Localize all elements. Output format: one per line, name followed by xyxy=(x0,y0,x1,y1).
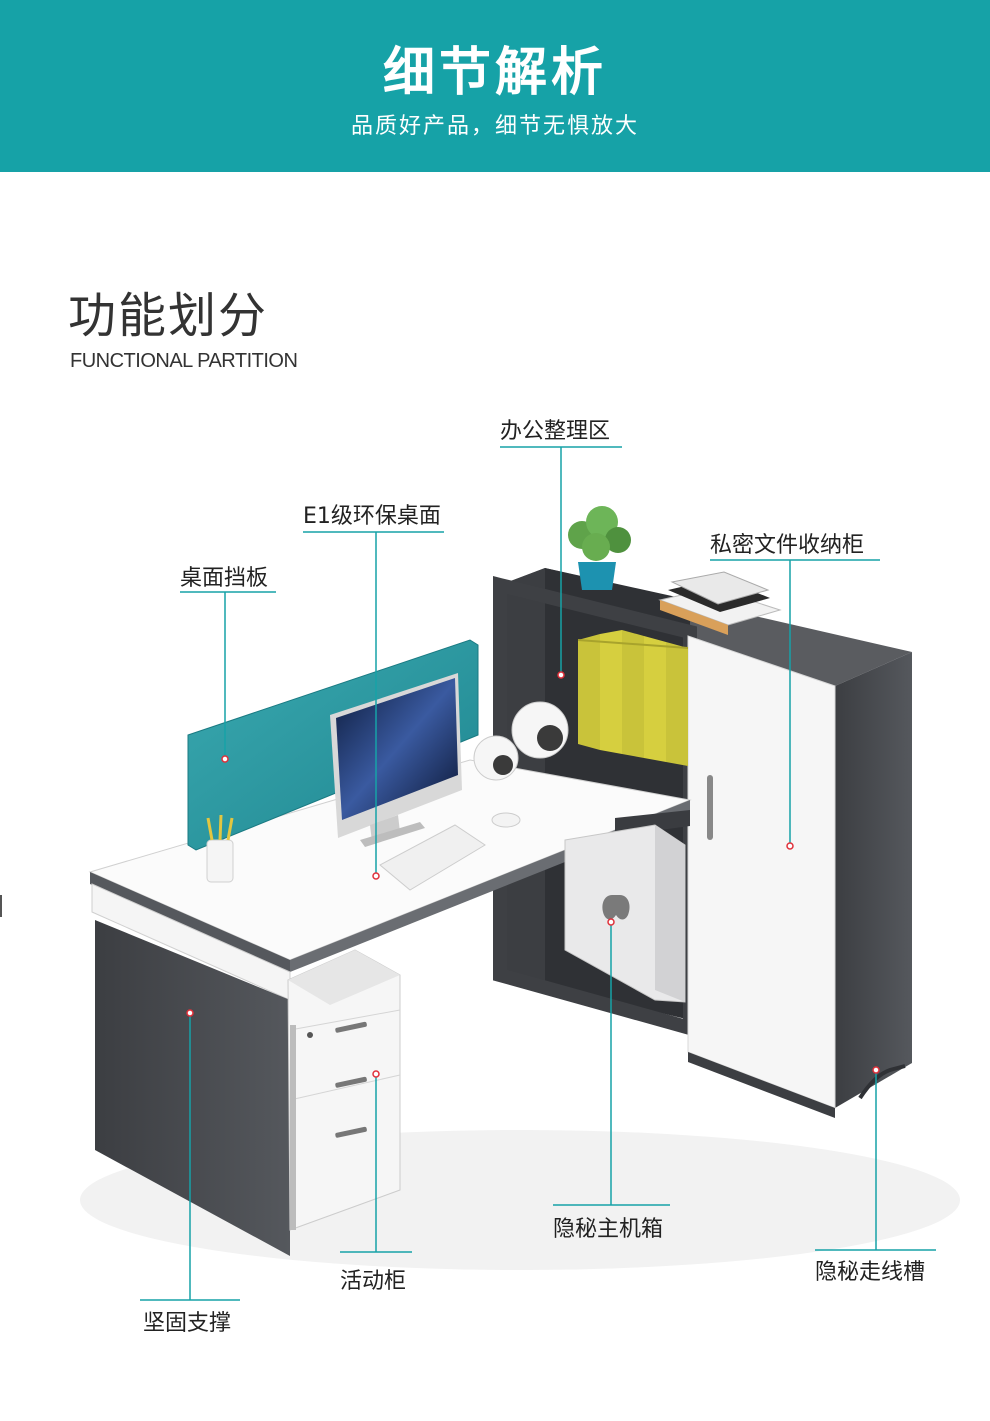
pencil-cup xyxy=(206,814,234,883)
label-hidden-host-box: 隐秘主机箱 xyxy=(553,1217,664,1242)
door-handle-icon xyxy=(707,775,713,840)
apple-logo-icon xyxy=(602,895,630,920)
label-e1-desktop: E1级环保桌面 xyxy=(303,504,441,529)
speakers xyxy=(473,701,569,781)
callout-dots xyxy=(186,671,880,1078)
monitor xyxy=(330,673,462,847)
label-mobile-pedestal: 活动柜 xyxy=(340,1269,407,1294)
callout-lines xyxy=(140,446,936,1301)
plant-pot xyxy=(568,506,631,590)
label-sturdy-support: 坚固支撑 xyxy=(143,1311,232,1336)
mobile-pedestal xyxy=(287,949,401,1231)
page-title: 细节解析 xyxy=(382,43,607,103)
section-title: 功能划分 xyxy=(68,288,269,344)
label-hidden-cable-trough: 隐秘走线槽 xyxy=(815,1260,926,1285)
page-subtitle: 品质好产品，细节无惧放大 xyxy=(350,114,639,139)
header-banner: 细节解析 品质好产品，细节无惧放大 xyxy=(0,0,990,172)
label-office-organize-area: 办公整理区 xyxy=(500,419,611,444)
lock-icon xyxy=(307,1032,313,1038)
computer-tower xyxy=(564,824,686,1003)
mouse-icon xyxy=(491,812,521,828)
book-stack xyxy=(658,571,782,635)
edge-mark xyxy=(0,895,2,917)
section-subtitle: FUNCTIONAL PARTITION xyxy=(70,350,298,372)
label-private-file-cabinet: 私密文件收纳柜 xyxy=(710,533,865,558)
keyboard-mouse xyxy=(379,812,521,891)
label-desk-screen: 桌面挡板 xyxy=(180,566,269,591)
side-panel xyxy=(95,920,290,1256)
binders xyxy=(577,630,689,766)
